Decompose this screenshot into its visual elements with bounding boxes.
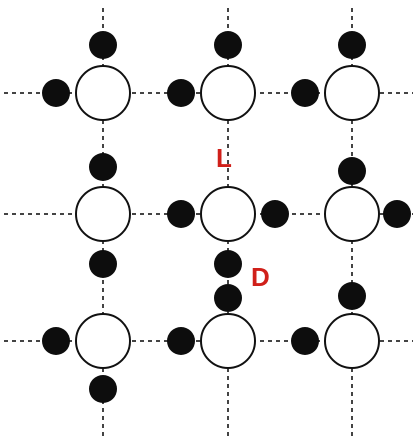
electron-5 — [338, 31, 366, 59]
electron-19 — [291, 327, 319, 355]
electron-14 — [383, 200, 411, 228]
electron-16 — [89, 375, 117, 403]
electron-9 — [167, 200, 195, 228]
lattice-atoms — [75, 65, 380, 369]
atom-r3-c2 — [200, 313, 256, 369]
electrons — [42, 31, 411, 403]
electron-3 — [214, 31, 242, 59]
electron-2 — [42, 79, 70, 107]
atom-r2-c3 — [324, 186, 380, 242]
electron-17 — [167, 327, 195, 355]
electron-8 — [89, 250, 117, 278]
electron-18 — [338, 282, 366, 310]
atom-r3-c1 — [75, 313, 131, 369]
electron-11 — [214, 250, 242, 278]
electron-7 — [89, 153, 117, 181]
electron-10 — [261, 200, 289, 228]
electron-4 — [167, 79, 195, 107]
atom-r1-c3 — [324, 65, 380, 121]
electron-13 — [338, 157, 366, 185]
electron-6 — [291, 79, 319, 107]
label-L: L — [216, 143, 232, 173]
label-D: D — [251, 262, 270, 292]
electron-15 — [42, 327, 70, 355]
atom-r1-c1 — [75, 65, 131, 121]
atom-r3-c3 — [324, 313, 380, 369]
electron-12 — [214, 284, 242, 312]
electron-1 — [89, 31, 117, 59]
atom-r2-c2 — [200, 186, 256, 242]
atom-r1-c2 — [200, 65, 256, 121]
atom-r2-c1 — [75, 186, 131, 242]
